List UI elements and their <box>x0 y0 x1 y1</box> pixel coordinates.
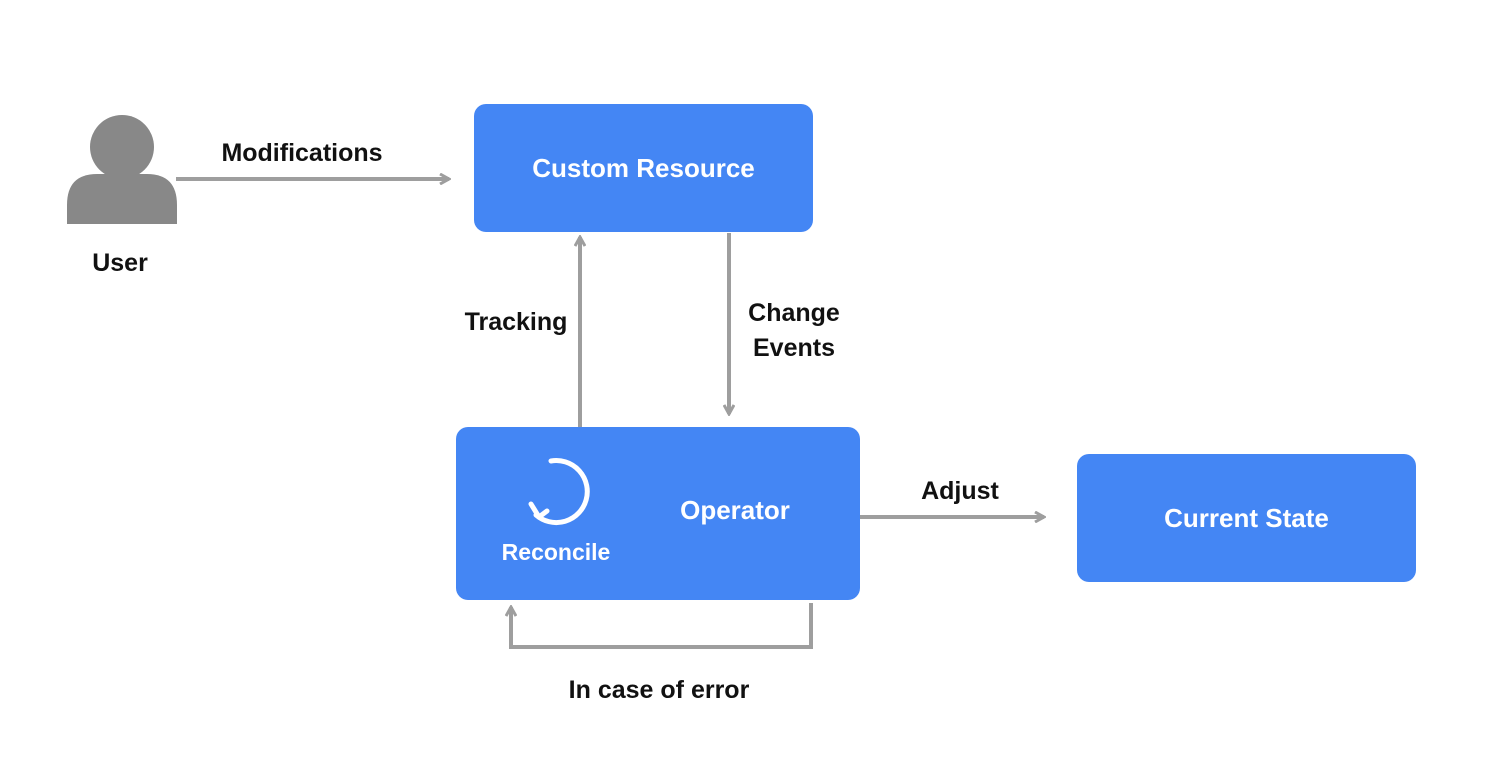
reconcile-loop-icon <box>528 458 590 526</box>
operator-box: Reconcile Operator <box>456 427 860 600</box>
reconcile-label: Reconcile <box>501 539 611 565</box>
change-events-label-line2: Events <box>753 334 835 362</box>
adjust-label: Adjust <box>921 477 999 505</box>
error-loop-arrow <box>511 603 813 649</box>
modifications-label: Modifications <box>221 139 383 167</box>
change-events-label-line1: Change <box>748 299 840 327</box>
user-icon <box>67 115 177 224</box>
custom-resource-label: Custom Resource <box>532 152 755 183</box>
operator-label: Operator <box>680 495 790 525</box>
custom-resource-box: Custom Resource <box>474 104 813 232</box>
error-loop-label: In case of error <box>568 676 750 704</box>
current-state-box: Current State <box>1077 454 1416 582</box>
current-state-label: Current State <box>1164 502 1329 533</box>
user-label: User <box>92 249 148 277</box>
tracking-label: Tracking <box>464 308 568 336</box>
